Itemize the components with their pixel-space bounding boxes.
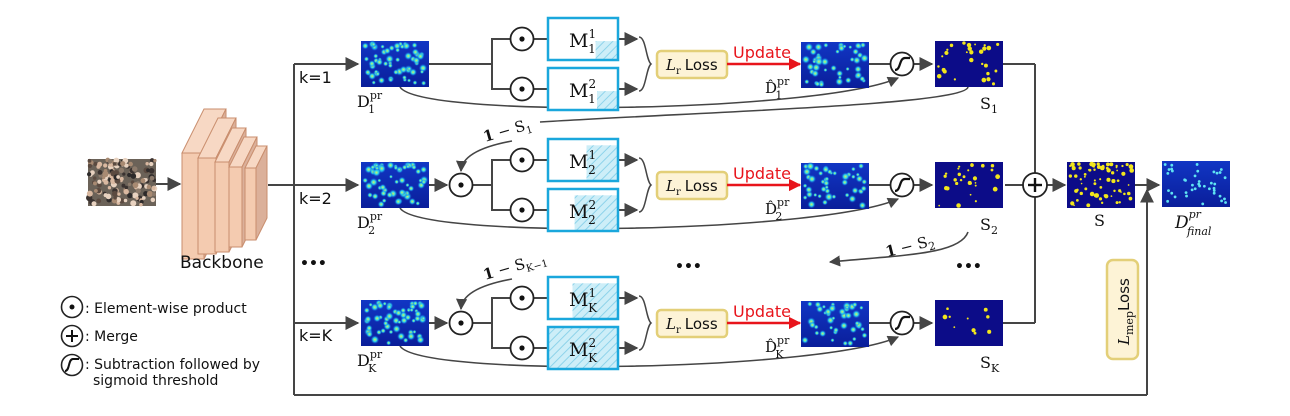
branch-label-kK: k=K	[299, 326, 333, 345]
element-wise-product-icon	[60, 295, 84, 319]
legend: : Element-wise product : Merge : Subtrac…	[60, 295, 260, 389]
svg-text:M22: M22	[569, 198, 596, 227]
branch-product-node	[509, 76, 535, 102]
svg-text:LmepLoss: LmepLoss	[1115, 278, 1136, 346]
branch-product-node	[509, 147, 535, 173]
density-map-D2	[361, 161, 429, 208]
merged-s-label: S	[1094, 211, 1105, 230]
refined-density-map	[801, 41, 869, 88]
brace	[638, 295, 653, 351]
update-label: Update	[733, 164, 791, 183]
branch-label-k1: k=1	[299, 68, 332, 87]
svg-text:M2K: M2K	[569, 336, 598, 365]
svg-text:M1K: M1K	[569, 286, 598, 315]
final-density-map	[1162, 161, 1230, 207]
merged-segmentation-map	[1067, 161, 1135, 208]
mask-input-label: 1 − SK−1	[481, 249, 549, 287]
segmentation-label: SK	[980, 353, 1000, 375]
ellipsis-right: •••	[955, 259, 982, 275]
sigmoid-threshold-node	[889, 310, 915, 336]
trunk-lines	[268, 57, 1154, 396]
legend-text-sigmoid-2: sigmoid threshold	[93, 373, 218, 389]
backbone-icon	[181, 108, 268, 260]
refined-density-map	[801, 301, 869, 347]
brace	[638, 157, 653, 213]
sigmoid-icon	[60, 353, 84, 377]
segmentation-label: S2	[980, 215, 998, 237]
mep-loss-box: LmepLoss	[1105, 258, 1140, 361]
brace	[638, 36, 653, 92]
input-crowd-image	[86, 157, 158, 207]
svg-text:M11: M11	[569, 27, 596, 56]
branch-label-k2: k=2	[299, 189, 332, 208]
feedback-curve-s1	[539, 86, 969, 123]
branch-product-node	[509, 335, 535, 361]
branch-product-node	[509, 285, 535, 311]
backbone-label: Backbone	[180, 253, 264, 273]
branch-product-node	[509, 197, 535, 223]
legend-text-sigmoid: : Subtraction followed by	[85, 357, 260, 373]
refined-density-map	[801, 161, 869, 210]
density-map-DK	[361, 299, 429, 346]
merge-lines	[1003, 63, 1161, 324]
branch-product-node	[509, 26, 535, 52]
feedback-label-s2: 1 − S2	[884, 231, 937, 263]
merge-icon	[60, 324, 84, 348]
mask-product-node	[448, 310, 474, 336]
update-label: Update	[733, 43, 791, 62]
segmentation-map-SK	[935, 300, 1003, 346]
segmentation-map-S1	[935, 41, 1003, 87]
density-map-D1	[361, 40, 429, 87]
ellipsis-branches: •••	[300, 256, 327, 272]
feedback-arrow-s2	[828, 231, 969, 267]
merge-node	[1022, 172, 1048, 198]
sigmoid-threshold-node	[889, 51, 915, 77]
skip-curve	[399, 76, 900, 109]
update-label: Update	[733, 302, 791, 321]
mask-input-label: 1 − S1	[481, 115, 534, 149]
legend-text-merge: : Merge	[85, 329, 138, 345]
svg-text:M21: M21	[569, 77, 596, 106]
svg-text:M12: M12	[569, 148, 596, 177]
sigmoid-threshold-node	[889, 172, 915, 198]
segmentation-map-S2	[935, 162, 1003, 208]
legend-text-product: : Element-wise product	[85, 301, 247, 317]
skip-curve	[399, 197, 900, 230]
ellipsis-center: •••	[675, 259, 702, 275]
mask-product-node	[448, 172, 474, 198]
skip-curve	[399, 335, 900, 368]
segmentation-label: S1	[980, 94, 998, 116]
